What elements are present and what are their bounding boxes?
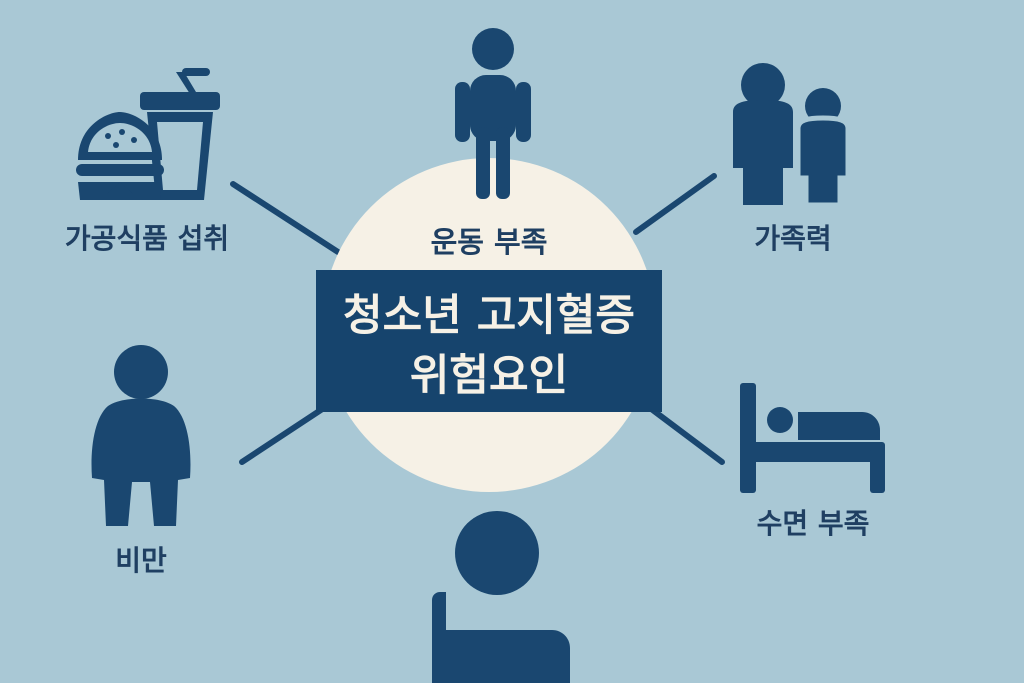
connector-line-family-history <box>633 173 717 235</box>
obese-person-icon <box>91 345 191 526</box>
center-title-line1: 청소년 고지혈증 <box>343 291 635 341</box>
center-title-band <box>316 270 662 412</box>
label-obesity: 비만 <box>115 544 167 577</box>
connector-line-sleep <box>647 405 725 465</box>
family-icon <box>733 63 851 208</box>
burger-drink-icon <box>76 68 220 200</box>
center-title-line2: 위험요인 <box>410 351 568 401</box>
computer-user-icon <box>432 511 570 683</box>
connector-line-processed-food <box>230 181 341 255</box>
label-sleep-deprivation: 수면 부족 <box>757 507 870 540</box>
standing-person-icon <box>455 28 531 199</box>
center-node: 운동 부족 청소년 고지혈증 위험요인 <box>316 158 662 492</box>
center-top-label: 운동 부족 <box>431 225 548 259</box>
label-processed-food: 가공식품 섭취 <box>65 222 229 255</box>
label-family-history: 가족력 <box>754 222 831 255</box>
bed-icon <box>740 383 885 493</box>
